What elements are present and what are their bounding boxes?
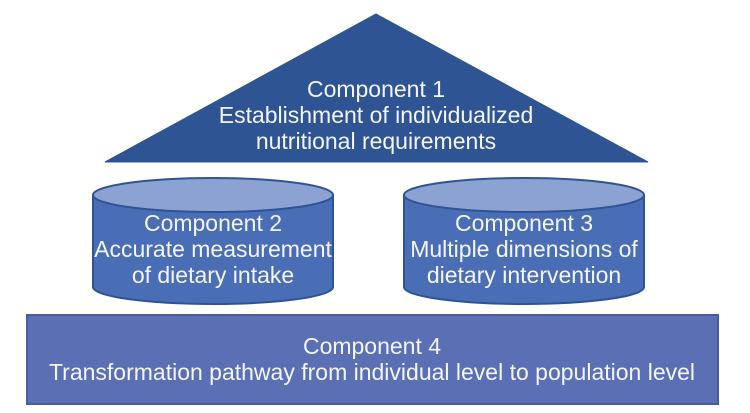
component-4-rectangle-shape xyxy=(26,314,719,405)
component-1-triangle-shape xyxy=(104,13,649,163)
component-3-cylinder-shape xyxy=(403,177,645,305)
component-2-cylinder-shape xyxy=(92,177,334,305)
